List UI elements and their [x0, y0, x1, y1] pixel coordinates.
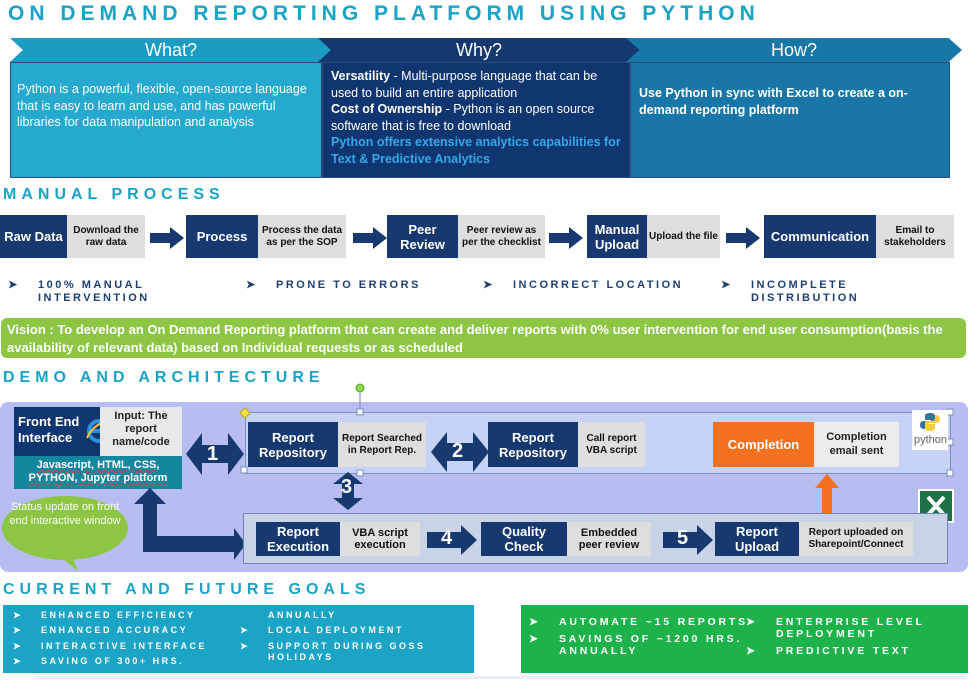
step-process: Process [186, 215, 258, 258]
why-label: Versatility [331, 69, 391, 83]
report-repository-1-desc: Report Searched in Report Rep. [338, 422, 426, 467]
how-heading: How? [626, 38, 962, 62]
goal-item: ➤INTERACTIVE INTERFACE [13, 641, 208, 651]
step-number: 1 [207, 443, 219, 465]
front-end-interface: Front End Interface [14, 407, 100, 456]
tech-stack: Javascript, HTML, CSS, PYTHON, Jupyter p… [14, 456, 182, 489]
flow-arrow-icon [549, 227, 583, 249]
double-arrow-icon [186, 433, 244, 475]
flow-arrow-icon [150, 227, 184, 249]
selection-handles-icon [239, 383, 954, 477]
up-arrow-icon [815, 474, 839, 516]
why-point-analytics: Python offers extensive analytics capabi… [331, 135, 621, 166]
flow-arrow-icon [427, 525, 477, 555]
bubble-tail-icon [58, 555, 78, 571]
step-number: 3 [341, 476, 353, 498]
report-upload-desc: Report uploaded on Sharepoint/Connect [799, 522, 913, 556]
goal-item: ANNUALLY [268, 610, 337, 620]
issue-item: ➤PRONE TO ERRORS [246, 279, 421, 291]
completion-node: Completion [713, 422, 814, 467]
goal-item: ➤SAVING OF 300+ HRS. [13, 656, 185, 666]
goal-item: ➤AUTOMATE ~15 REPORTS [529, 616, 748, 628]
bent-arrow-icon [134, 488, 246, 560]
status-bubble: Status update on front end interactive w… [2, 496, 128, 560]
python-label: python [914, 434, 948, 446]
what-panel: Python is a powerful, flexible, open-sou… [10, 62, 322, 178]
why-point-cost: Cost of Ownership - Python is an open so… [331, 101, 623, 134]
flow-arrow-icon [726, 227, 760, 249]
completion-desc: Completion email sent [814, 422, 899, 467]
footer-divider [36, 676, 966, 679]
quality-check: Quality Check [481, 522, 567, 556]
goal-item: ➤ENTERPRISE LEVEL DEPLOYMENT [746, 616, 925, 640]
what-text: Python is a powerful, flexible, open-sou… [17, 82, 307, 129]
goals-title: CURRENT AND FUTURE GOALS [3, 581, 371, 598]
report-repository-2: Report Repository [488, 422, 578, 467]
why-panel: Versatility - Multi-purpose language tha… [322, 62, 630, 178]
report-repository-2-desc: Call report VBA script [578, 422, 645, 467]
front-end-input: Input: The report name/code [100, 407, 182, 456]
step-manual-upload: Manual Upload [587, 215, 647, 258]
report-repository-1: Report Repository [248, 422, 338, 467]
double-arrow-icon [431, 432, 489, 472]
report-upload: Report Upload [715, 522, 799, 556]
quality-check-desc: Embedded peer review [567, 522, 651, 556]
flow-arrow-icon [663, 525, 713, 555]
step-peer-review: Peer Review [387, 215, 458, 258]
vision-banner: Vision : To develop an On Demand Reporti… [1, 318, 966, 358]
step-number: 4 [441, 527, 453, 549]
step-raw-data: Raw Data [0, 215, 67, 258]
python-icon [920, 413, 940, 431]
page-title: ON DEMAND REPORTING PLATFORM USING PYTHO… [8, 2, 760, 25]
why-text: - Multi-purpose language that can be use… [331, 69, 598, 100]
issue-item: ➤100% MANUAL INTERVENTION [8, 279, 150, 304]
step-communication-desc: Email to stakeholders [876, 215, 954, 258]
why-point-versatility: Versatility - Multi-purpose language tha… [331, 68, 623, 101]
step-number: 5 [677, 527, 689, 549]
step-raw-data-desc: Download the raw data [67, 215, 145, 258]
demo-title: DEMO AND ARCHITECTURE [3, 369, 325, 386]
goal-item: ➤SAVINGS OF ~1200 HRS. ANNUALLY [529, 633, 743, 657]
step-communication: Communication [764, 215, 876, 258]
step-process-desc: Process the data as per the SOP [258, 215, 346, 258]
goal-item: ➤ENHANCED EFFICIENCY [13, 610, 196, 620]
goal-item: ➤LOCAL DEPLOYMENT [240, 625, 404, 635]
issue-item: ➤INCORRECT LOCATION [483, 279, 684, 291]
flow-arrow-icon [353, 227, 387, 249]
step-peer-review-desc: Peer review as per the checklist [458, 215, 545, 258]
issue-item: ➤INCOMPLETE DISTRIBUTION [721, 279, 860, 304]
goal-item: ➤PREDICTIVE TEXT [746, 645, 911, 657]
report-execution-desc: VBA script execution [340, 522, 420, 556]
what-heading: What? [10, 38, 332, 62]
python-logo: python [912, 410, 948, 450]
step-number: 2 [452, 440, 464, 462]
goal-item: ➤ENHANCED ACCURACY [13, 625, 189, 635]
why-text: - Python is an open source software that… [331, 102, 595, 133]
why-heading: Why? [318, 38, 640, 62]
how-panel: Use Python in sync with Excel to create … [630, 62, 950, 178]
how-text: Use Python in sync with Excel to create … [639, 86, 908, 117]
step-manual-upload-desc: Upload the file [647, 215, 720, 258]
goal-item: ➤SUPPORT DURING GOSS HOLIDAYS [240, 641, 426, 662]
report-execution: Report Execution [256, 522, 340, 556]
current-goals-panel: ➤ENHANCED EFFICIENCY ➤ENHANCED ACCURACY … [3, 605, 474, 673]
why-label: Cost of Ownership [331, 102, 443, 116]
vertical-double-arrow-icon [333, 472, 363, 510]
manual-process-title: MANUAL PROCESS [3, 186, 225, 203]
future-goals-panel: ➤AUTOMATE ~15 REPORTS ➤SAVINGS OF ~1200 … [521, 605, 968, 673]
